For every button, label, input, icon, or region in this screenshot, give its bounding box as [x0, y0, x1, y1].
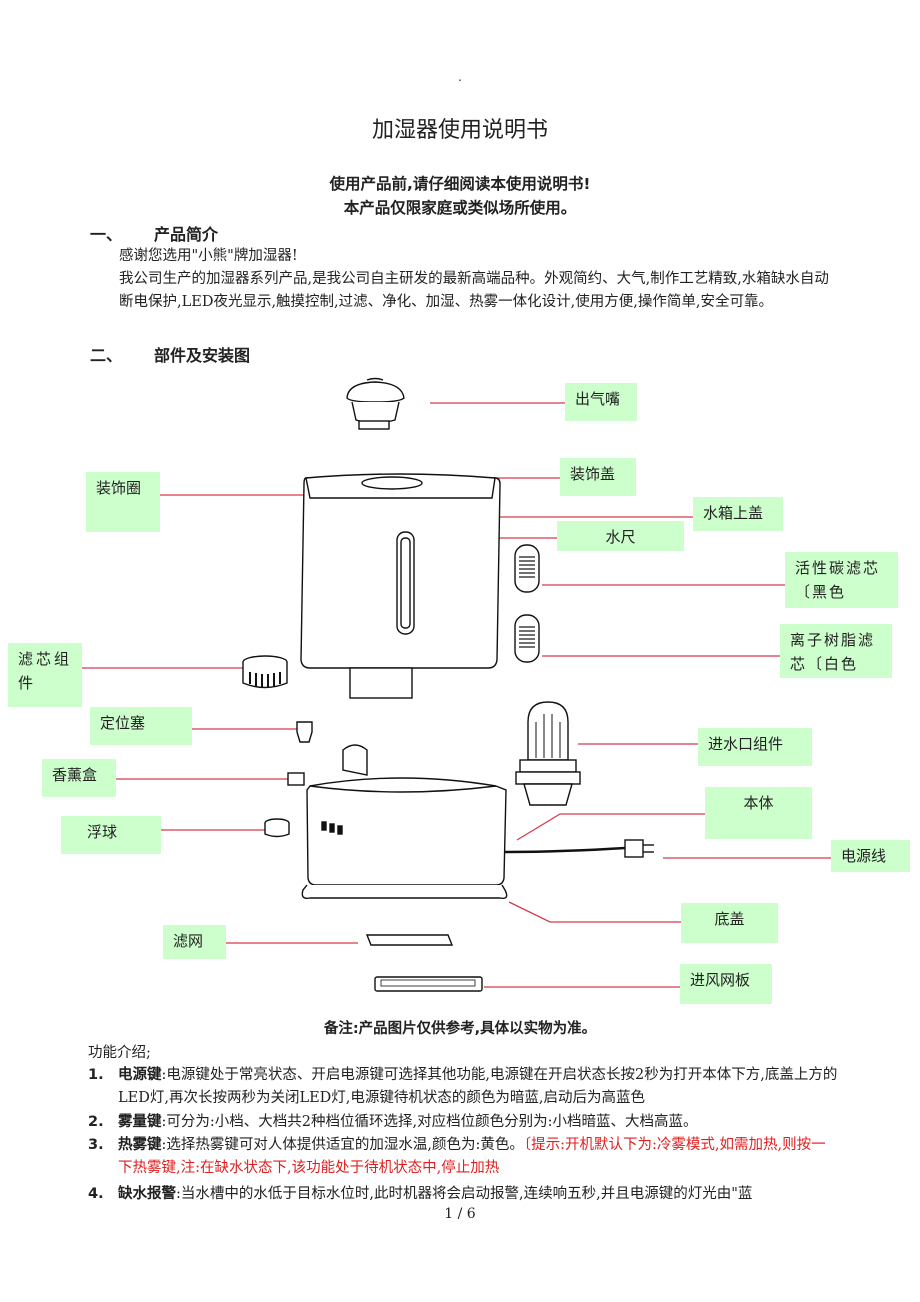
label-water-gauge: 水尺	[557, 521, 684, 551]
section-title: 部件及安装图	[154, 346, 251, 365]
outlet-cap	[346, 381, 405, 403]
feature-number: 2.	[88, 1114, 104, 1130]
section-number: 二、	[90, 346, 123, 365]
feature-name: 缺水报警	[118, 1186, 176, 1202]
feature-text: :选择热雾键可对人体提供适宜的加湿水温,颜色为:黄色。	[161, 1137, 524, 1153]
feature-number: 4.	[88, 1186, 104, 1202]
feature-number: 3.	[88, 1137, 104, 1153]
button-3	[337, 825, 343, 835]
tank-cap-opening	[361, 476, 423, 490]
intro-thanks: 感谢您选用"小熊"牌加湿器!	[119, 248, 298, 264]
label-bottom-cover: 底盖	[681, 903, 778, 943]
feature-text: :电源键处于常亮状态、开启电源键可选择其他功能,电源键在开启状态长按2秒为打开本…	[118, 1067, 838, 1106]
feature-item: 3. 热雾键:选择热雾键可对人体提供适宜的加湿水温,颜色为:黄色。〔提示:开机默…	[88, 1134, 838, 1180]
inlet-ring	[519, 759, 577, 773]
label-aroma-box: 香薰盒	[42, 759, 116, 797]
water-gauge-window	[396, 531, 415, 635]
leader-bottom	[508, 901, 681, 923]
outlet-top	[366, 377, 384, 381]
tank-outlet-neck	[349, 667, 413, 699]
inlet-thread	[515, 771, 581, 785]
button-1	[321, 821, 327, 831]
label-position-plug: 定位塞	[90, 707, 192, 745]
feature-number: 1.	[88, 1067, 104, 1083]
outlet-neck	[351, 401, 400, 424]
base-top-edge	[309, 785, 497, 793]
label-tank-lid: 水箱上盖	[693, 497, 783, 531]
base-body	[306, 777, 507, 886]
feature-name: 电源键	[118, 1067, 162, 1083]
section-heading-intro: 一、 产品简介	[90, 221, 218, 245]
feature-item: 1. 电源键:电源键处于常亮状态、开启电源键可选择其他功能,电源键在开启状态长按…	[88, 1064, 838, 1110]
label-power-cord: 电源线	[831, 840, 910, 872]
filter-assembly-body	[242, 662, 288, 689]
label-screen: 滤网	[163, 925, 226, 959]
feature-name: 热雾键	[118, 1137, 162, 1153]
page-title: 加湿器使用说明书	[371, 118, 548, 143]
label-resin-filter: 离子树脂滤芯〔白色	[780, 624, 892, 678]
label-deco-ring: 装饰圈	[86, 472, 160, 532]
subtitle-read-first: 使用产品前,请仔细阅读本使用说明书!	[329, 175, 591, 193]
section-number: 一、	[90, 225, 123, 244]
subtitle-household-only: 本产品仅限家庭或类似场所使用。	[343, 199, 577, 217]
label-carbon-filter: 活性碳滤芯〔黑色	[785, 552, 898, 608]
label-float: 浮球	[61, 816, 161, 854]
feature-item: 4. 缺水报警:当水槽中的水低于目标水位时,此时机器将会启动报警,连续响五秒,并…	[88, 1183, 838, 1206]
leader-body	[516, 813, 705, 841]
aroma-box-shape	[287, 772, 305, 786]
section-heading-parts: 二、 部件及安装图	[90, 342, 250, 366]
inlet-ribs	[535, 714, 561, 758]
carbon-filter-ribs	[519, 556, 535, 578]
filter-screen-shape	[365, 934, 454, 946]
feature-text: :当水槽中的水低于目标水位时,此时机器将会启动报警,连续响五秒,并且电源键的灯光…	[176, 1186, 753, 1202]
power-plug	[624, 839, 644, 858]
page-number: 1 / 6	[444, 1206, 476, 1222]
label-body: 本体	[705, 787, 812, 839]
inlet-bulb	[527, 701, 569, 761]
features-intro: 功能介绍;	[88, 1045, 151, 1061]
intro-paragraph: 我公司生产的加湿器系列产品,是我公司自主研发的最新高端品种。外观简约、大气,制作…	[119, 271, 829, 310]
button-2	[329, 823, 335, 833]
label-filter-assembly: 滤芯组件	[8, 643, 82, 707]
label-air-panel: 进风网板	[680, 964, 772, 1004]
section-title: 产品简介	[154, 225, 219, 244]
position-plug-shape	[296, 721, 313, 743]
air-panel-shape	[374, 976, 483, 992]
feature-warning: 〔提示:开机默认下为:冷雾模式,如需加热,则按一下热雾键,注:在缺水状态下,该功…	[118, 1137, 826, 1176]
base-chimney	[342, 744, 368, 776]
water-gauge-inner	[400, 537, 411, 629]
air-panel-grille	[380, 979, 476, 987]
feature-text: :可分为:小档、大档共2种档位循环选择,对应档位颜色分别为:小档暗蓝、大档高蓝。	[161, 1114, 698, 1130]
filter-assembly-slots	[249, 672, 281, 687]
label-outlet: 出气嘴	[565, 383, 637, 421]
power-cord-wire	[503, 846, 626, 854]
outlet-base	[358, 420, 390, 430]
feature-name: 雾量键	[118, 1114, 162, 1130]
float-body	[264, 823, 290, 838]
label-deco-cover: 装饰盖	[560, 458, 636, 496]
header-dot: .	[458, 70, 462, 84]
inlet-base	[523, 783, 573, 806]
resin-filter-ribs	[519, 626, 535, 648]
label-inlet-assembly: 进水口组件	[698, 728, 812, 766]
feature-item: 2. 雾量键:可分为:小档、大档共2种档位循环选择,对应档位颜色分别为:小档暗蓝…	[88, 1111, 838, 1134]
base-feet	[301, 884, 508, 900]
product-drawing	[242, 377, 654, 992]
image-note: 备注:产品图片仅供参考,具体以实物为准。	[323, 1021, 597, 1037]
